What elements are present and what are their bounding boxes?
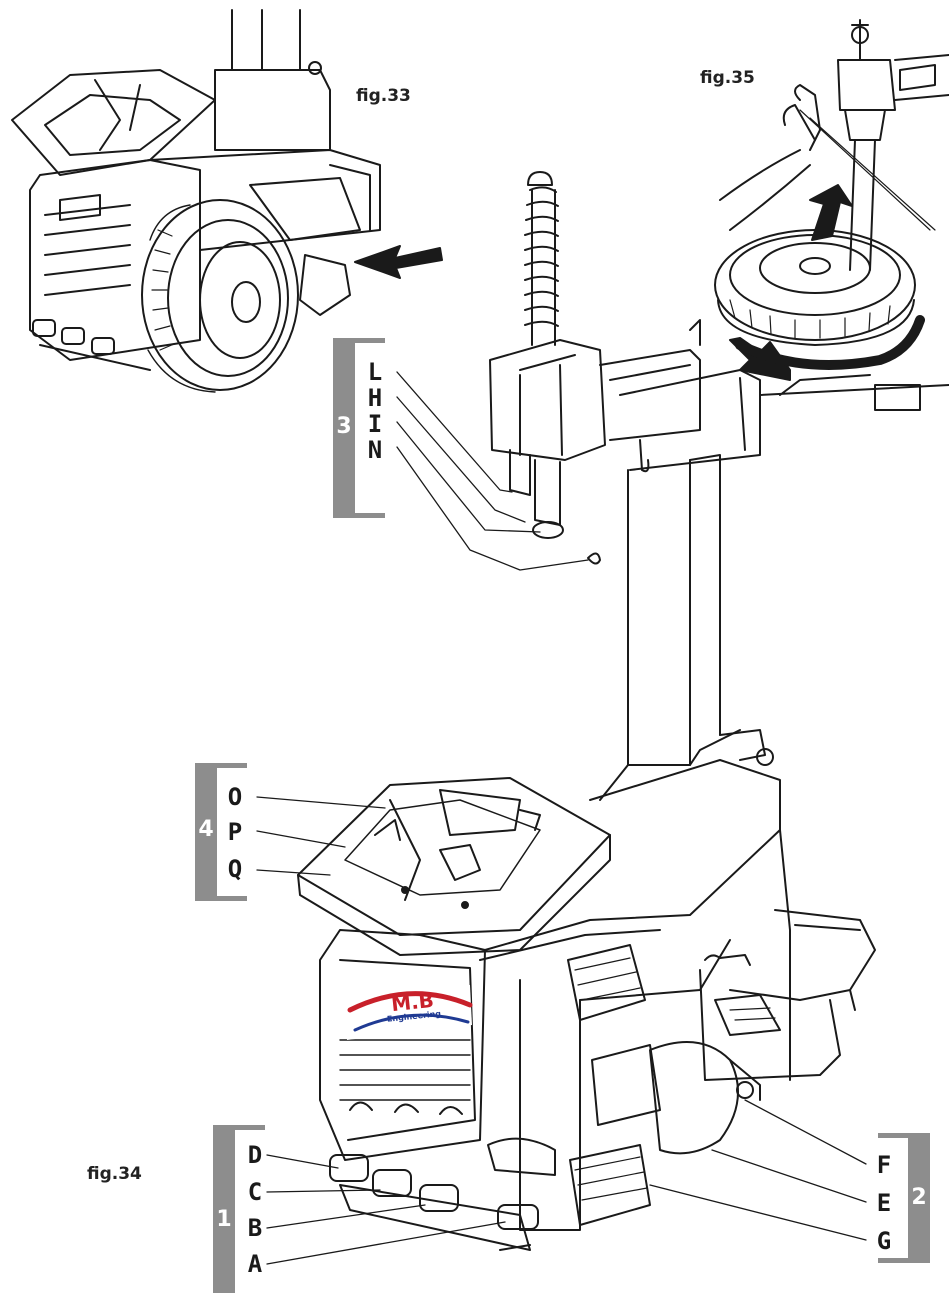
fig35-illustration xyxy=(714,19,949,411)
callout-label-C: C xyxy=(247,1178,263,1206)
callout-label-Q: Q xyxy=(227,855,243,883)
callout-group-number: 4 xyxy=(198,817,214,842)
callout-group-number: 2 xyxy=(911,1185,927,1210)
callout-label-P: P xyxy=(227,818,243,846)
callout-group-2: 2 F E G xyxy=(872,1133,930,1263)
callout-group-3: 3 L H I N xyxy=(333,338,393,518)
callout-group-1: 1 D C B A xyxy=(213,1125,273,1293)
callout-label-H: H xyxy=(367,384,383,412)
figure-label-33: fig.33 xyxy=(356,86,411,106)
callout-label-F: F xyxy=(876,1151,892,1179)
callout-label-G: G xyxy=(876,1227,892,1255)
callout-group-number: 3 xyxy=(336,414,352,439)
figure-label-34: fig.34 xyxy=(87,1164,142,1184)
fig33-illustration xyxy=(11,9,443,393)
callout-label-D: D xyxy=(247,1141,263,1169)
callout-label-I: I xyxy=(367,410,383,438)
callout-group-number: 1 xyxy=(216,1207,232,1232)
callout-label-B: B xyxy=(247,1214,263,1242)
leader-lines xyxy=(256,371,867,1265)
callout-label-N: N xyxy=(367,436,383,464)
callout-label-E: E xyxy=(876,1189,892,1217)
fig34-illustration xyxy=(297,171,876,1251)
figure-label-35: fig.35 xyxy=(700,68,755,88)
callout-group-4: 4 O P Q xyxy=(195,763,255,901)
callout-label-L: L xyxy=(367,358,383,386)
callout-label-A: A xyxy=(247,1250,263,1278)
callout-label-O: O xyxy=(227,783,243,811)
